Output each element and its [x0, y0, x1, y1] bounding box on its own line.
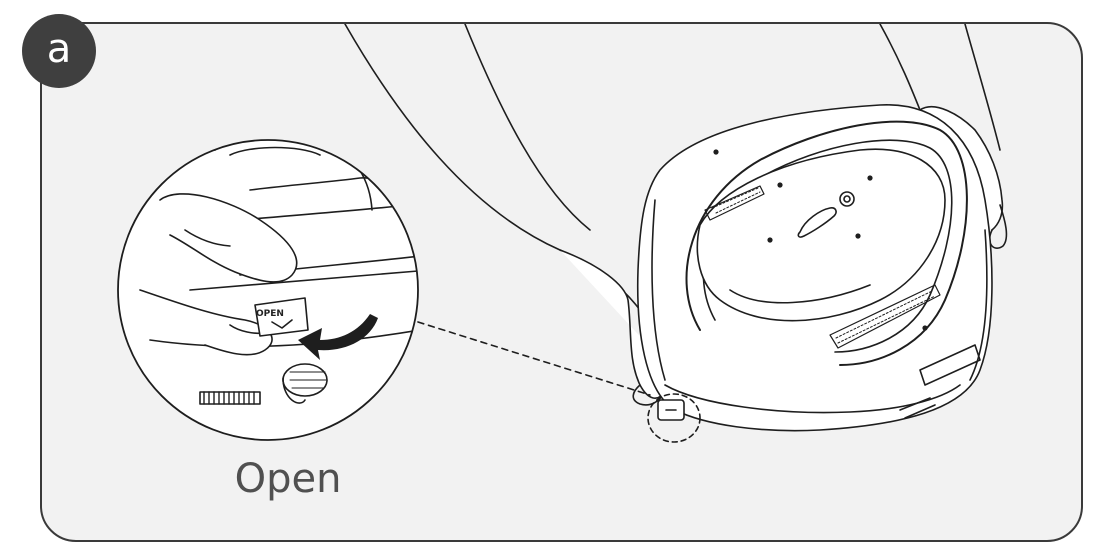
right-arm-inner — [964, 24, 1001, 151]
leader-line — [417, 321, 651, 396]
zoom-circle — [117, 139, 419, 441]
side-vent — [919, 344, 981, 386]
zoom-thumb — [159, 193, 298, 283]
grille-left — [704, 185, 765, 221]
right-arm-outline — [879, 24, 921, 111]
zoom-latch-tab — [254, 297, 309, 337]
robot-handle — [685, 120, 968, 366]
zoom-brush — [199, 391, 261, 405]
step-caption: Open — [234, 456, 342, 502]
latch-highlight — [647, 393, 701, 443]
left-arm-inner — [464, 24, 591, 231]
open-tag-label: OPEN — [256, 309, 284, 319]
lid-slot — [797, 207, 837, 238]
step-badge: a — [22, 14, 96, 88]
power-button — [839, 191, 855, 207]
grille-right — [829, 284, 941, 349]
open-arrow — [298, 314, 378, 360]
